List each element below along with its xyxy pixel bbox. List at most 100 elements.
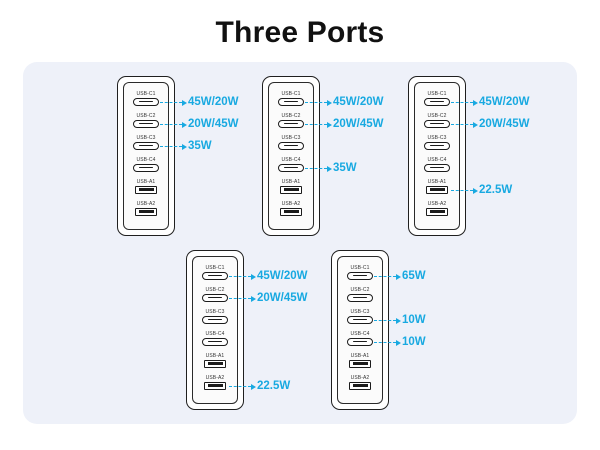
dashed-line	[229, 298, 251, 299]
usb-c-port-icon	[278, 120, 304, 128]
port-usb-a1: USB-A1	[409, 179, 465, 194]
port-usb-c3: USB-C3	[187, 309, 243, 324]
usb-a-port-icon	[426, 186, 448, 194]
port-usb-c4: USB-C4	[118, 157, 174, 172]
usb-c-port-icon	[133, 164, 159, 172]
usb-c-port-icon	[347, 272, 373, 280]
arrow-right-icon	[473, 99, 478, 106]
wattage-label: 35W	[333, 162, 357, 174]
port-usb-c1: USB-C1	[118, 91, 174, 106]
port-usb-a2: USB-A2	[263, 201, 319, 216]
port-usb-c4: USB-C4	[332, 331, 388, 346]
dashed-line	[160, 124, 182, 125]
usb-c-port-icon	[202, 272, 228, 280]
arrow-right-icon	[327, 165, 332, 172]
usb-c-port-icon	[424, 164, 450, 172]
wattage-label: 35W	[188, 140, 212, 152]
port-usb-c1: USB-C1	[187, 265, 243, 280]
port-usb-c2: USB-C2	[409, 113, 465, 128]
usb-a-port-icon	[135, 208, 157, 216]
wattage-label: 20W/45W	[257, 292, 308, 304]
usb-c-port-icon	[202, 316, 228, 324]
port-usb-c3: USB-C3	[409, 135, 465, 150]
arrow-right-icon	[182, 143, 187, 150]
port-label: USB-C2	[136, 113, 156, 119]
arrow-right-icon	[251, 273, 256, 280]
page-title: Three Ports	[215, 16, 385, 49]
usb-c-port-icon	[347, 316, 373, 324]
port-label: USB-A2	[281, 201, 301, 207]
usb-c-port-icon	[133, 120, 159, 128]
port-label: USB-A2	[350, 375, 370, 381]
charger-faceplate	[192, 256, 238, 404]
port-usb-c2: USB-C2	[263, 113, 319, 128]
dashed-line	[374, 320, 396, 321]
dashed-line	[160, 102, 182, 103]
port-usb-c1: USB-C1	[263, 91, 319, 106]
dashed-line	[451, 190, 473, 191]
wattage-label: 20W/45W	[188, 118, 239, 130]
port-usb-c2: USB-C2	[187, 287, 243, 302]
port-label: USB-C1	[205, 265, 225, 271]
wattage-label: 45W/20W	[257, 270, 308, 282]
usb-c-port-icon	[278, 164, 304, 172]
usb-a-port-icon	[135, 186, 157, 194]
dashed-line	[451, 124, 473, 125]
port-usb-a2: USB-A2	[332, 375, 388, 390]
port-label: USB-C2	[350, 287, 370, 293]
port-label: USB-C1	[281, 91, 301, 97]
port-usb-a1: USB-A1	[118, 179, 174, 194]
dashed-line	[305, 168, 327, 169]
arrow-right-icon	[473, 187, 478, 194]
arrow-right-icon	[182, 121, 187, 128]
charger-faceplate	[123, 82, 169, 230]
port-label: USB-A2	[136, 201, 156, 207]
wattage-label: 45W/20W	[333, 96, 384, 108]
port-label: USB-C3	[136, 135, 156, 141]
port-usb-c4: USB-C4	[263, 157, 319, 172]
port-usb-a2: USB-A2	[118, 201, 174, 216]
port-label: USB-C4	[205, 331, 225, 337]
arrow-right-icon	[327, 121, 332, 128]
wattage-label: 65W	[402, 270, 426, 282]
arrow-right-icon	[473, 121, 478, 128]
usb-a-port-icon	[204, 382, 226, 390]
wattage-label: 45W/20W	[479, 96, 530, 108]
port-label: USB-C3	[281, 135, 301, 141]
arrow-right-icon	[182, 99, 187, 106]
port-usb-c4: USB-C4	[187, 331, 243, 346]
charger-faceplate	[268, 82, 314, 230]
dashed-line	[451, 102, 473, 103]
dashed-line	[305, 102, 327, 103]
port-label: USB-C3	[205, 309, 225, 315]
port-usb-c2: USB-C2	[118, 113, 174, 128]
wattage-label: 10W	[402, 336, 426, 348]
port-label: USB-C4	[136, 157, 156, 163]
wattage-label: 20W/45W	[333, 118, 384, 130]
port-label: USB-C1	[350, 265, 370, 271]
port-label: USB-C1	[136, 91, 156, 97]
port-label: USB-C4	[427, 157, 447, 163]
usb-c-port-icon	[278, 98, 304, 106]
dashed-line	[160, 146, 182, 147]
usb-c-port-icon	[278, 142, 304, 150]
port-label: USB-A1	[350, 353, 370, 359]
port-usb-a2: USB-A2	[187, 375, 243, 390]
port-usb-a1: USB-A1	[187, 353, 243, 368]
port-label: USB-C4	[350, 331, 370, 337]
port-label: USB-A1	[136, 179, 156, 185]
usb-a-port-icon	[349, 360, 371, 368]
port-label: USB-A1	[205, 353, 225, 359]
dashed-line	[374, 276, 396, 277]
port-label: USB-C2	[427, 113, 447, 119]
port-label: USB-C2	[281, 113, 301, 119]
charger-faceplate	[414, 82, 460, 230]
arrow-right-icon	[396, 317, 401, 324]
charger-faceplate	[337, 256, 383, 404]
usb-a-port-icon	[349, 382, 371, 390]
usb-c-port-icon	[347, 294, 373, 302]
arrow-right-icon	[251, 295, 256, 302]
